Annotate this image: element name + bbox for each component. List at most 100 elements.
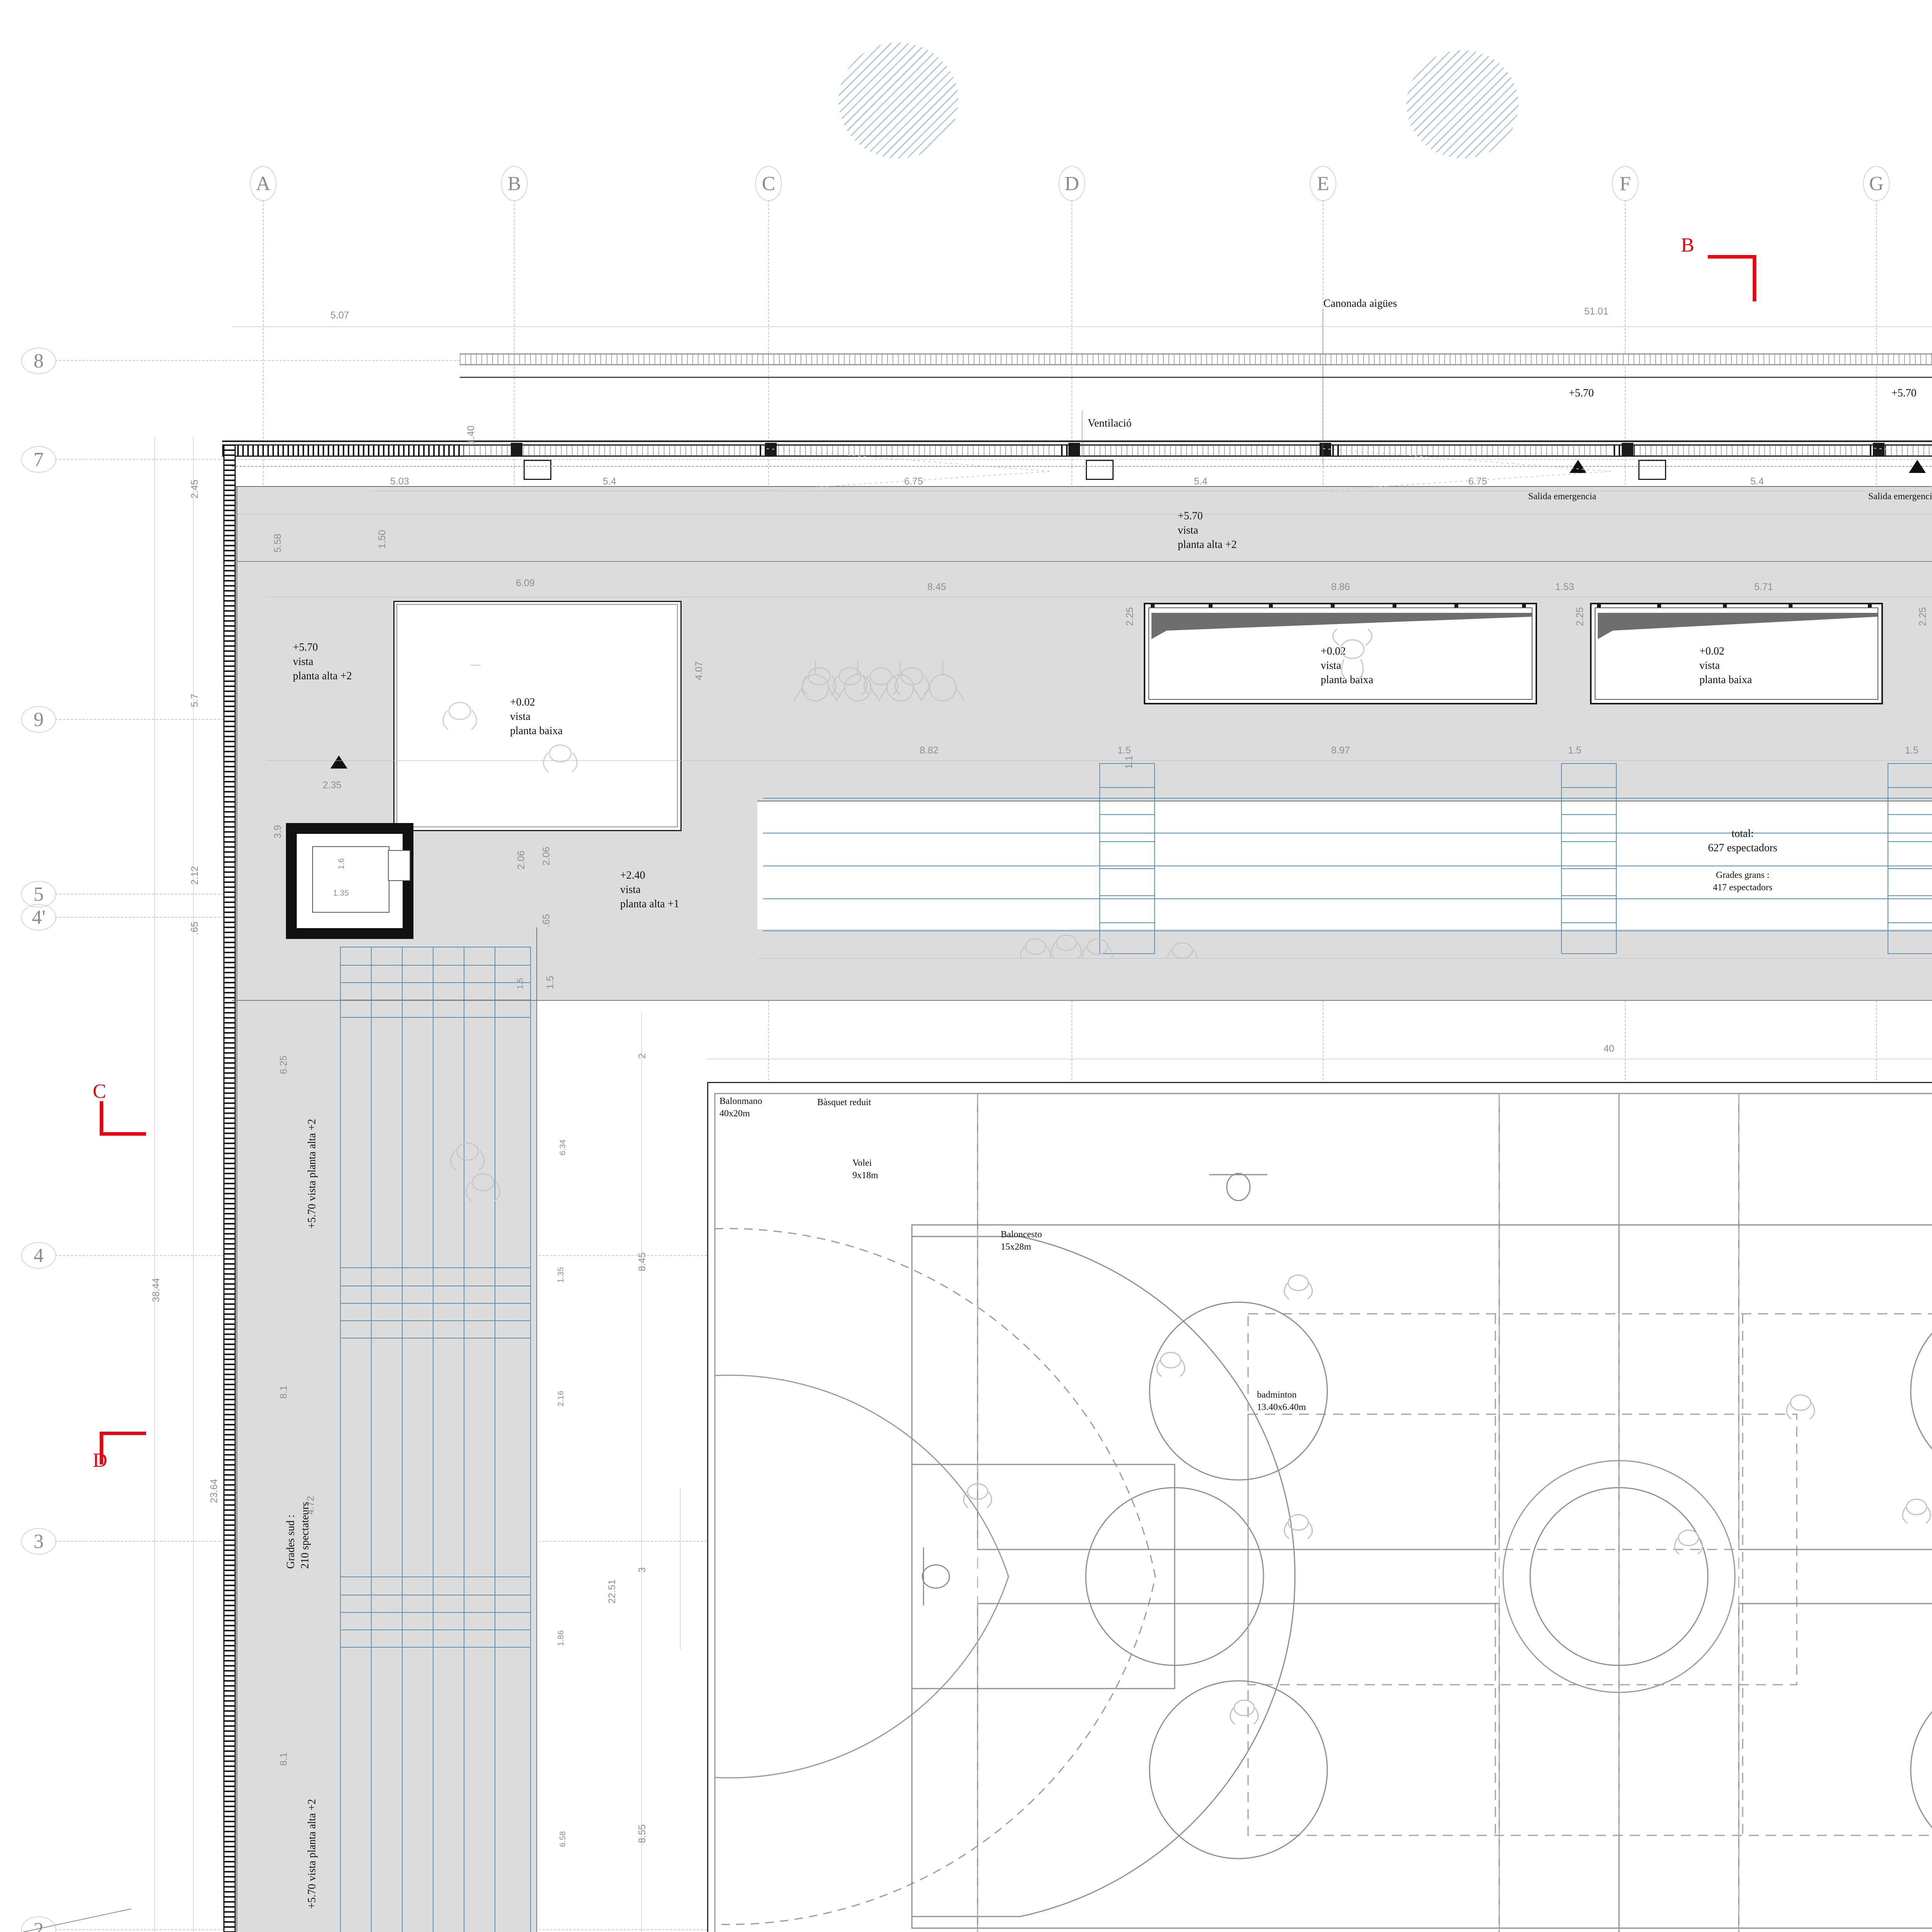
- section-marker-C-left-label: C: [93, 1080, 106, 1103]
- court-label-text: badminton: [1257, 1390, 1297, 1400]
- level-value: +0.02: [1699, 645, 1725, 657]
- note-ventilacio: Ventilació: [1088, 417, 1132, 431]
- west-arm-right-edge: [536, 927, 537, 1932]
- note-vista-alta2-south2: +5.70 vista planta alta +2: [305, 1799, 320, 1909]
- dim-b-1-40-left: 1.40: [466, 425, 477, 444]
- dim-base-8-82: 8.82: [920, 745, 939, 756]
- court-label-text: Bàsquet reduit: [817, 1097, 871, 1107]
- dim-value: 2.16: [556, 1391, 565, 1406]
- dim-left-5-7: 5.7: [189, 694, 201, 707]
- note-vista-baixa-w1: +0.02 vista planta baixa: [1321, 645, 1373, 687]
- column-north-6: [1873, 443, 1884, 456]
- concourse-rear-edge: [232, 1000, 1932, 1001]
- court-label-size: 9x18m: [852, 1170, 878, 1180]
- dim-court-40-top: 40: [1604, 1043, 1614, 1054]
- dim-misc-1-5-bleach1: 1.35: [556, 1267, 566, 1283]
- level-value: +5.70: [1891, 387, 1917, 399]
- note-text: planta alta +2: [306, 1119, 318, 1178]
- grid-bubble-label: B: [507, 172, 521, 195]
- dim-left-6-25: 6.25: [278, 1055, 289, 1074]
- facade-glazing-band-6: [1886, 445, 1932, 456]
- people-figures-concourse: [773, 626, 1932, 958]
- note-text: vista: [620, 883, 641, 896]
- note-text: vista: [306, 1861, 318, 1881]
- dim-value: 2.25: [1917, 607, 1928, 626]
- dim-base-1-5a: 1.5: [1117, 745, 1131, 756]
- facade-glazing-band-3: [1078, 445, 1325, 456]
- inner-wall-north: [236, 486, 1932, 487]
- grid-bubble-label: 4: [34, 1244, 44, 1267]
- note-vista-alta2-south: +5.70 vista planta alta +2: [305, 1119, 320, 1229]
- note-salida-emergencia-1: Salida emergencia: [1528, 491, 1596, 503]
- note-salida-emergencia-2: Salida emergencia: [1868, 491, 1932, 503]
- dim-line-window-base: [267, 760, 1932, 761]
- bleacher-row-line: [763, 898, 1932, 899]
- bleacher-west-block: [340, 947, 531, 1932]
- dim-value: 5.58: [272, 534, 283, 553]
- section-marker-D-left-leg: [100, 1432, 103, 1464]
- dim-window-h3: 2.25: [1917, 607, 1929, 626]
- note-text: vista: [306, 1180, 318, 1201]
- grid-row-line-7: [55, 459, 1932, 460]
- court-label-text: Baloncesto: [1001, 1230, 1042, 1240]
- dim-misc-1-5-bleach3: 1.86: [556, 1630, 566, 1646]
- note-text: planta baixa: [1321, 673, 1374, 686]
- dim-value: 2.25: [1124, 607, 1135, 626]
- grid-bubble-row-3: 3: [21, 1528, 56, 1554]
- dim-mid-8-86a: 8.86: [1331, 582, 1350, 593]
- dim-left-065: .65: [189, 922, 201, 935]
- dim-value: 5.4: [1750, 476, 1764, 487]
- bleacher-west-col: [371, 947, 372, 1932]
- dim-value: 1.5: [1568, 745, 1582, 756]
- dim-base-1-5b: 1.5: [1568, 745, 1582, 756]
- dim-value: 1.1: [1124, 755, 1134, 769]
- bleacher-west-stair-1: [340, 947, 531, 1018]
- opening-elevation-1: [1144, 603, 1537, 704]
- court-label-size: 13.40x6.40m: [1257, 1402, 1306, 1412]
- level-tag-570-a: +5.70: [1569, 386, 1594, 401]
- grid-bubble-label: 7: [34, 448, 44, 471]
- tree-icon: [1406, 50, 1519, 158]
- court-label-size: 15x28m: [1001, 1242, 1031, 1252]
- dim-value: 1.6: [337, 858, 346, 869]
- court-label-basket-reduced-left: Bàsquet reduit: [817, 1097, 871, 1109]
- dim-left-23-64: 23.64: [209, 1479, 220, 1503]
- dim-left-3-9: 3.9: [272, 825, 284, 838]
- dim-value: 1.53: [1555, 582, 1574, 592]
- dim-left-38-44: 38.44: [151, 1278, 162, 1302]
- dim-west-1-57: 1.5: [545, 976, 556, 989]
- dim-value: 1.5: [545, 976, 556, 989]
- facade-glazing-band-2: [773, 445, 1059, 456]
- dim-value: 3.9: [272, 825, 283, 838]
- dim-value: 2.06: [541, 847, 552, 866]
- dim-value: 1.5: [1905, 745, 1918, 756]
- note-vista-baixa-room: +0.02 vista planta baixa: [510, 696, 563, 738]
- grid-bubble-label: E: [1317, 172, 1329, 195]
- grid-bubble-C: C: [755, 166, 782, 201]
- dim-window-h1: 2.25: [1124, 607, 1136, 626]
- roof-edge-north-outer: [460, 354, 1932, 365]
- dim-value: 8.86: [1331, 582, 1350, 592]
- facade-glazing-band-1: [464, 445, 757, 456]
- note-vista-baixa-w2: +0.02 vista planta baixa: [1699, 645, 1752, 687]
- note-text: vista: [1699, 659, 1720, 672]
- dim-value: 6.58: [558, 1831, 567, 1847]
- dim-value: 2.45: [189, 480, 200, 498]
- dim-value: 2.35: [323, 780, 342, 791]
- grid-bubble-F: F: [1612, 166, 1638, 201]
- grid-bubble-B: B: [501, 166, 527, 201]
- dim-value: 8.55: [637, 1824, 648, 1843]
- note-text: Grades grans :: [1716, 870, 1770, 880]
- column-north-1: [511, 443, 522, 456]
- section-marker-B-top-leg: [1753, 255, 1756, 301]
- west-wing-slab: [232, 927, 537, 1932]
- grid-bubble-label: 8: [34, 350, 44, 372]
- dim-value: 5.7: [189, 694, 200, 707]
- dim-value: 1.86: [556, 1630, 565, 1646]
- dim-value: 6.75: [1468, 476, 1487, 487]
- dim-left-2-12: 2.12: [189, 866, 201, 885]
- court-outer-boundary: [707, 1082, 1932, 1932]
- opening-glass: [1595, 607, 1878, 700]
- dim-value: 51.01: [1584, 306, 1609, 317]
- dim-center-2: 2: [637, 1053, 648, 1059]
